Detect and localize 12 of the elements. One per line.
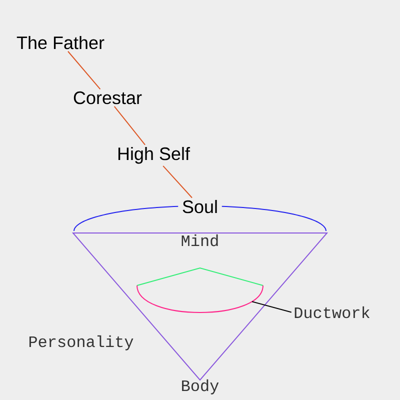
vertex-label: Body xyxy=(182,379,219,394)
connector-line xyxy=(114,106,146,146)
connector-line xyxy=(68,50,101,90)
connector-line xyxy=(162,165,192,198)
node-text: The Father xyxy=(16,36,104,50)
bowl-outline xyxy=(136,267,264,313)
connector-line xyxy=(252,301,292,313)
node-text: Corestar xyxy=(74,91,142,104)
callout-text: Ductwork xyxy=(294,306,370,318)
node-text: Soul xyxy=(182,200,217,214)
node-text: High Self xyxy=(118,146,190,164)
text-label: Personality xyxy=(29,335,134,350)
